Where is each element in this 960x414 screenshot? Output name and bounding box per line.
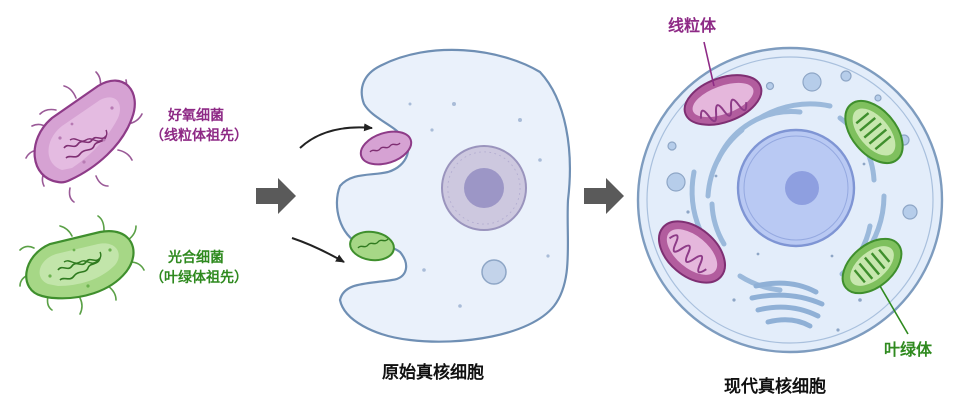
modern-nucleolus	[785, 171, 819, 205]
primitive-cell-caption: 原始真核细胞	[382, 363, 484, 383]
chloroplast-bottom	[841, 237, 903, 295]
mitochondrion-top	[683, 74, 763, 126]
aerobic-label: 好氧细菌 （线粒体祖先）	[150, 106, 248, 146]
aerobic-note: （线粒体祖先）	[150, 128, 248, 144]
photo-name: 光合细菌	[168, 250, 224, 266]
golgi	[749, 280, 825, 329]
photo-note: （叶绿体祖先）	[150, 270, 248, 286]
modern-eukaryotic-cell	[636, 41, 944, 354]
primitive-eukaryotic-cell	[335, 48, 571, 343]
photosynthetic-bacterium	[19, 215, 145, 315]
chloroplast-top	[844, 100, 904, 164]
mitochondrion-label: 线粒体	[668, 16, 717, 35]
modern-cell-caption: 现代真核细胞	[724, 377, 826, 397]
aerobic-bacterium	[25, 71, 143, 203]
photo-label: 光合细菌 （叶绿体祖先）	[150, 248, 248, 288]
chloroplast-label: 叶绿体	[884, 340, 933, 359]
engulf-arrow-top-icon	[299, 123, 373, 149]
process-arrow-2-icon	[584, 178, 624, 214]
primitive-nucleolus	[464, 168, 504, 208]
mitochondrion-bottom	[658, 220, 726, 284]
aerobic-name: 好氧细菌	[168, 108, 224, 124]
engulf-arrow-bottom-icon	[291, 237, 345, 263]
chloro-leader-line	[879, 285, 909, 335]
mito-leader-line	[703, 41, 715, 87]
process-arrow-icon	[256, 178, 296, 214]
